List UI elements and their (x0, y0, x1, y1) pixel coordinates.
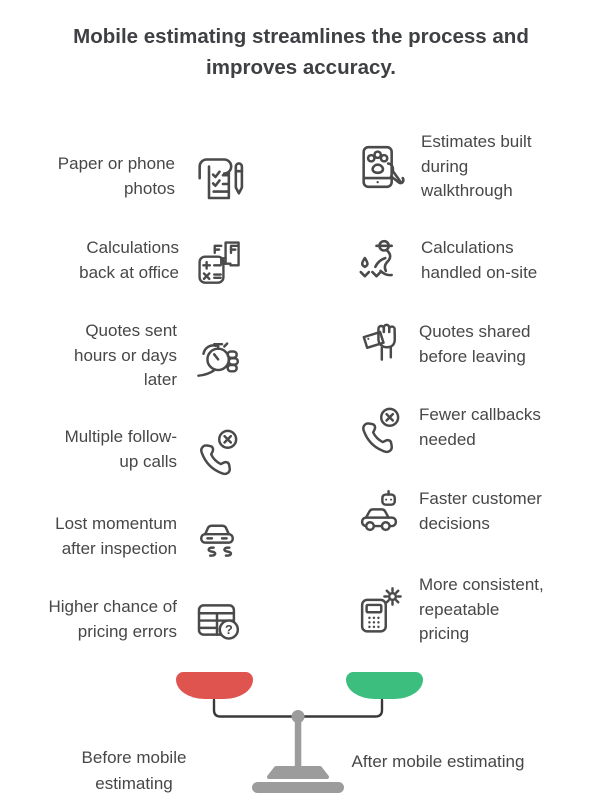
item-label: Higher chance of pricing errors (48, 597, 177, 641)
item-label: Multiple follow- up calls (64, 427, 177, 471)
after-item: Fewer callbacks needed (352, 392, 590, 464)
calculator-document-icon (192, 235, 244, 287)
before-item: Higher chance of pricing errors ? (14, 584, 244, 656)
after-label: After mobile estimating (351, 752, 525, 771)
before-pan (176, 672, 253, 699)
scale-base (252, 782, 344, 793)
before-item: Calculations back at office (14, 225, 244, 297)
item-label: Fewer callbacks needed (419, 405, 541, 449)
after-item: More consistent, repeatable pricing (352, 568, 590, 652)
before-item: Multiple follow- up calls (14, 414, 244, 486)
after-item: Quotes shared before leaving (352, 309, 590, 381)
item-label: Lost momentum after inspection (55, 514, 177, 558)
balance-scale (212, 698, 384, 793)
after-item: Faster customer decisions (352, 476, 590, 548)
before-item: Quotes sent hours or days later (14, 316, 244, 396)
item-label: Quotes shared before leaving (419, 322, 531, 366)
after-item: Calculations handled on-site (352, 225, 590, 297)
item-label: Calculations handled on-site (421, 238, 538, 282)
before-item: Paper or phone photos (14, 137, 244, 217)
item-label: Paper or phone photos (57, 154, 175, 198)
svg-text:?: ? (225, 622, 233, 637)
item-label: Faster customer decisions (419, 489, 542, 533)
calculator-gear-icon (352, 583, 406, 637)
after-pan (346, 672, 423, 699)
scroll-pen-icon (188, 149, 244, 205)
item-label: More consistent, repeatable pricing (419, 575, 544, 644)
table-question-icon: ? (190, 593, 244, 647)
worker-onsite-icon (352, 233, 408, 289)
car-skid-icon (190, 510, 244, 564)
car-robot-icon (352, 485, 406, 539)
scale-pole (294, 716, 302, 772)
tablet-hand-icon (352, 139, 408, 195)
hand-stopwatch-icon (190, 329, 244, 383)
page-title: Mobile estimating streamlines the proces… (73, 25, 529, 79)
item-label: Estimates built during walkthrough (421, 132, 532, 201)
phone-x-icon (190, 423, 244, 477)
item-label: Quotes sent hours or days later (74, 321, 177, 390)
before-label: Before mobile estimating (81, 748, 187, 793)
after-item: Estimates built during walkthrough (352, 125, 590, 209)
item-label: Calculations back at office (79, 238, 179, 282)
before-item: Lost momentum after inspection (14, 501, 244, 573)
scale-plinth (267, 766, 329, 779)
fist-holding-quote-icon (352, 318, 406, 372)
phone-x-icon (352, 401, 406, 455)
